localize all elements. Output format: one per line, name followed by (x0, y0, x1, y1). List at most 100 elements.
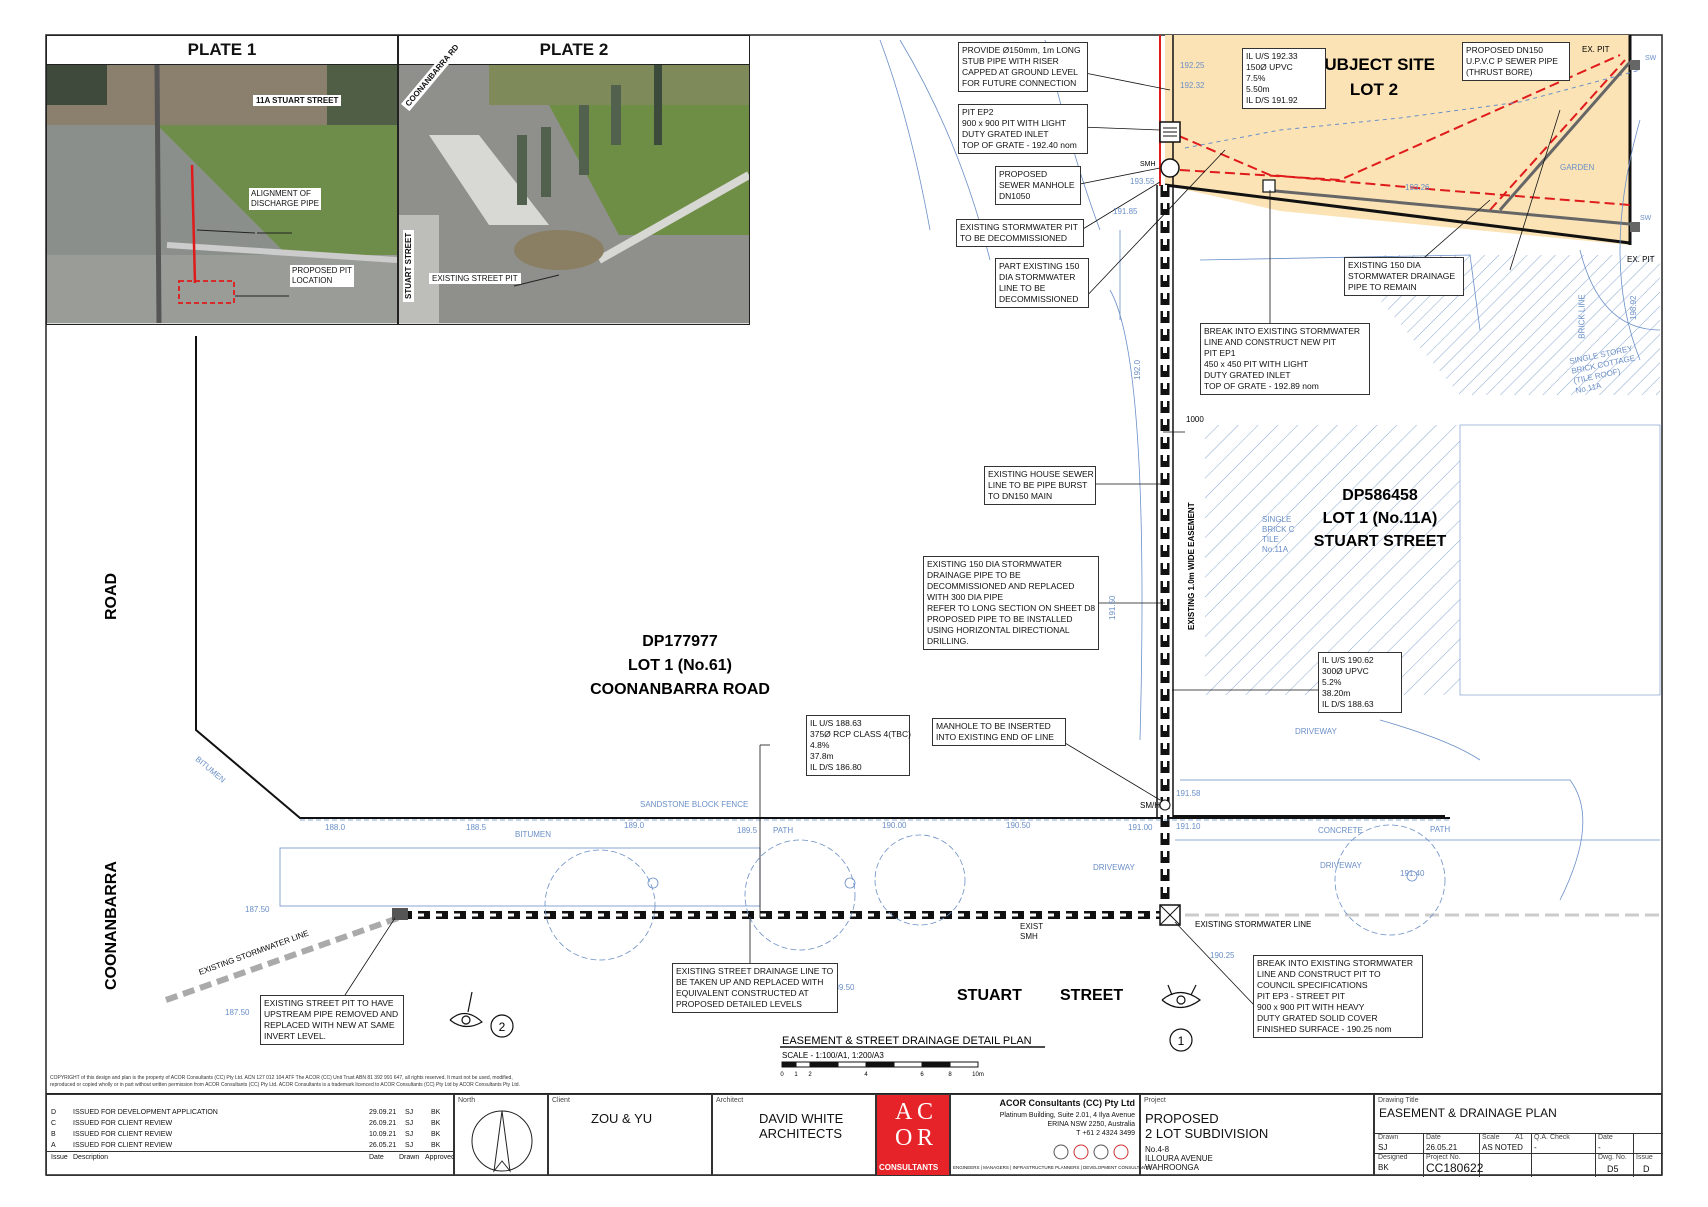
projno-value: CC180622 (1426, 1161, 1484, 1175)
logo-letter-c: C (917, 1099, 934, 1125)
date2-value: - (1598, 1143, 1601, 1152)
dwgno-label: Dwg. No. (1598, 1154, 1627, 1161)
callout-existing150b: EXISTING 150 DIA STORMWATER DRAINAGE PIP… (923, 556, 1099, 650)
scale-bar (780, 1046, 1045, 1068)
revision-row-b: B ISSUED FOR CLIENT REVIEW 10.09.21 SJ B… (51, 1131, 441, 1138)
designed-value: BK (1378, 1163, 1389, 1172)
designed-label: Designed (1378, 1154, 1408, 1161)
plate-2: PLATE 2 COONANBARRA RD STUART STREET EXI… (398, 35, 750, 325)
drawing-info-cell: Drawing Title EASEMENT & DRAINAGE PLAN D… (1374, 1094, 1663, 1177)
coon-street: COONANBARRA ROAD (590, 681, 770, 698)
project-label: Project (1144, 1097, 1166, 1104)
callout-street-pit: EXISTING STREET PIT TO HAVE UPSTREAM PIP… (260, 995, 404, 1045)
lot1-street: STUART STREET (1314, 533, 1447, 550)
scale-tick-4: 4 (864, 1072, 868, 1078)
subject-site-lot: LOT 2 (1350, 80, 1398, 99)
level-191-40: 191.40 (1400, 869, 1425, 878)
issue-label: Issue (1636, 1154, 1653, 1161)
qa-value: - (1534, 1143, 1537, 1152)
callout-street-drain: EXISTING STREET DRAINAGE LINE TO BE TAKE… (672, 963, 838, 1013)
drawn-value: SJ (1378, 1143, 1388, 1152)
architect-cell: Architect DAVID WHITE ARCHITECTS (712, 1094, 876, 1176)
level-192-0: 192.0 (1133, 359, 1142, 380)
callout-break-ep3: BREAK INTO EXISTING STORMWATER LINE AND … (1253, 955, 1423, 1038)
level-189-5: 189.5 (737, 826, 758, 835)
client-cell: Client ZOU & YU (548, 1094, 712, 1176)
level-190-50: 190.50 (1006, 821, 1031, 830)
level-192-32: 192.32 (1180, 81, 1205, 90)
level-191-85: 191.85 (1113, 207, 1138, 216)
drawn-label: Drawn (1378, 1134, 1399, 1141)
level-187-50a: 187.50 (245, 905, 270, 914)
callout-il-top: IL U/S 192.33 150Ø UPVC 7.5% 5.50m IL D/… (1242, 48, 1326, 109)
client-label: Client (552, 1097, 570, 1104)
revision-row-a: A ISSUED FOR CLIENT REVIEW 26.05.21 SJ B… (51, 1142, 441, 1149)
level-191-10: 191.10 (1176, 822, 1201, 831)
plate-1-photo (47, 65, 397, 323)
sw-top: SW (1645, 55, 1657, 62)
sw-bottom: SW (1640, 215, 1652, 222)
scale-tick-2: 2 (808, 1072, 812, 1078)
architect-label: Architect (716, 1097, 744, 1104)
concrete-label: CONCRETE (1318, 826, 1363, 835)
callout-break-ep1: BREAK INTO EXISTING STORMWATER LINE AND … (1200, 323, 1370, 395)
project-cell: Project PROPOSED 2 LOT SUBDIVISION No.4-… (1140, 1094, 1374, 1176)
scale-label: Scale (1482, 1134, 1500, 1141)
driveway-label-2: DRIVEWAY (1320, 861, 1362, 870)
callout-part150: PART EXISTING 150 DIA STORMWATER LINE TO… (995, 258, 1089, 308)
existing-street-pit (392, 908, 408, 920)
road-label: ROAD (103, 573, 120, 620)
level-193-55: 193.55 (1130, 177, 1155, 186)
drawing-title-label: Drawing Title (1378, 1097, 1419, 1104)
level-189-50: 189.50 (830, 983, 855, 992)
company-cell: ACOR Consultants (CC) Pty Ltd Platinum B… (950, 1094, 1151, 1176)
pit-ep1 (1262, 179, 1276, 193)
north-label: North (458, 1097, 476, 1104)
ex-pit-bottom: EX. PIT (1627, 255, 1655, 264)
lot1-dp: DP586458 (1342, 487, 1418, 504)
level-191-00: 191.00 (1128, 823, 1153, 832)
revision-row-d: D ISSUED FOR DEVELOPMENT APPLICATION 29.… (51, 1109, 441, 1116)
coon-lot-boundary (195, 336, 1450, 819)
level-192-25: 192.25 (1180, 61, 1205, 70)
exist-smh-label: EXIST SMH (1020, 922, 1044, 941)
existing-sw-line-2: EXISTING STORMWATER LINE (1195, 920, 1311, 929)
level-191-50: 191.50 (1108, 595, 1117, 620)
coon-name: LOT 1 (No.61) (628, 657, 732, 674)
revision-row-c: C ISSUED FOR CLIENT REVIEW 26.09.21 SJ B… (51, 1120, 441, 1127)
coon-dp: DP177977 (642, 633, 718, 650)
easement-label: EXISTING 1.0m WIDE EASEMENT (1187, 502, 1196, 630)
smh-label: SMH (1140, 161, 1156, 168)
callout-existing150: EXISTING 150 DIA STORMWATER DRAINAGE PIP… (1344, 257, 1464, 296)
date-value: 26.05.21 (1426, 1143, 1458, 1152)
revision-header: Issue Description Date Drawn Approved (47, 1151, 455, 1163)
client-name: ZOU & YU (591, 1111, 653, 1126)
level-189-0: 189.0 (624, 821, 645, 830)
sewer-manhole (1160, 158, 1180, 178)
stuart-label-1: STUART (957, 987, 1022, 1004)
accreditation-icons (1053, 1144, 1129, 1160)
sandstone-label: SANDSTONE BLOCK FENCE (640, 800, 748, 809)
company-disciplines: ENGINEERS | MANAGERS | INFRASTRUCTURE PL… (953, 1165, 1152, 1170)
north-arrow-icon (471, 1110, 533, 1173)
title-block: D ISSUED FOR DEVELOPMENT APPLICATION 29.… (46, 1093, 1663, 1177)
scale-value: AS NOTED (1482, 1143, 1523, 1152)
company-name: ACOR Consultants (CC) Pty Ltd (999, 1098, 1136, 1108)
dim-1000: 1000 (1186, 415, 1204, 424)
scale-title: EASEMENT & STREET DRAINAGE DETAIL PLAN (782, 1035, 1032, 1047)
bitumen-label: BITUMEN (515, 830, 551, 839)
revision-table: D ISSUED FOR DEVELOPMENT APPLICATION 29.… (46, 1094, 455, 1176)
company-address: Platinum Building, Suite 2.01, 4 Ilya Av… (999, 1112, 1135, 1137)
projno-label: Project No. (1426, 1154, 1461, 1161)
scale-subtitle: SCALE - 1:100/A1, 1:200/A3 (782, 1051, 884, 1060)
logo-letter-o: O (895, 1125, 913, 1151)
scale-tick-0: 0 (780, 1072, 784, 1078)
callout-house-sewer: EXISTING HOUSE SEWER LINE TO BE PIPE BUR… (984, 466, 1096, 505)
callout-il-low: IL U/S 188.63 375Ø RCP CLASS 4(TBC) 4.8%… (806, 715, 911, 776)
callout-stub-pipe: PROVIDE Ø150mm, 1m LONG STUB PIPE WITH R… (958, 42, 1088, 92)
level-190-00: 190.00 (882, 821, 907, 830)
scale-tick-10: 10m (972, 1072, 984, 1078)
eye-symbol-2 (449, 991, 514, 1038)
eye-2-number: 2 (499, 1020, 506, 1034)
